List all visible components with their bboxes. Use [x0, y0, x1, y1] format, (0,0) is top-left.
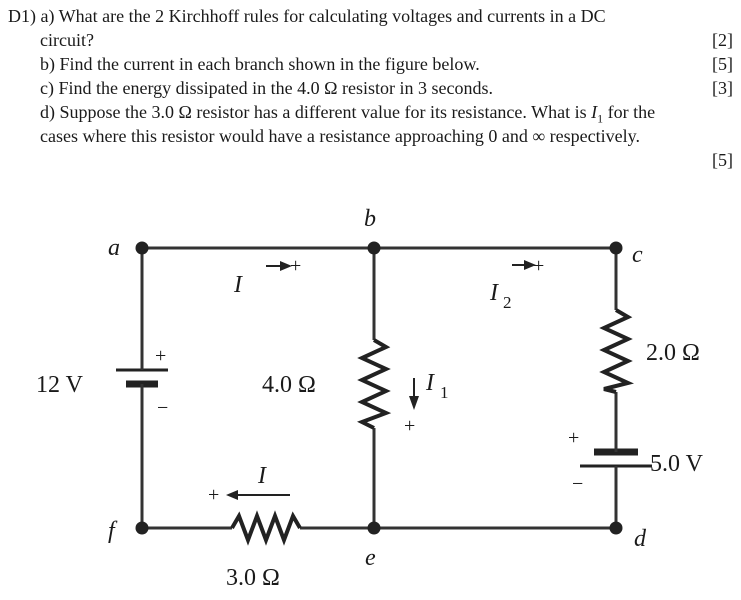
arrow-current-top-left	[266, 261, 292, 271]
arrow-current-middle	[409, 378, 419, 410]
label-12v: 12 V	[36, 372, 84, 398]
question-part-b: b) Find the current in each branch shown…	[40, 54, 480, 74]
sign-12v-plus: +	[155, 345, 166, 367]
label-node-e: e	[365, 545, 376, 571]
question-part-d-end: for the	[603, 102, 656, 122]
label-node-c: c	[632, 242, 643, 268]
sign-bottom-plus: +	[208, 484, 219, 506]
mark-part-b: [5]	[712, 54, 733, 74]
arrow-current-bottom	[226, 490, 290, 500]
sign-5v-plus: +	[568, 427, 579, 449]
arrow-current-top-right	[512, 260, 536, 270]
label-5v: 5.0 V	[650, 451, 704, 477]
mark-part-c: [3]	[712, 78, 733, 98]
label-node-b: b	[364, 206, 376, 232]
node-b-dot	[367, 241, 381, 255]
mark-part-d: [5]	[712, 150, 733, 170]
current-variable: I	[591, 102, 598, 122]
resistor-2-ohm	[599, 308, 635, 394]
question-line-1: D1) a) What are the 2 Kirchhoff rules fo…	[8, 6, 606, 26]
label-current-i2-sub: 2	[503, 293, 512, 312]
sign-5v-minus: −	[572, 473, 583, 495]
sign-12v-minus: −	[157, 397, 168, 419]
question-part-d-line-2: cases where this resistor would have a r…	[40, 126, 640, 146]
mark-part-a: [2]	[712, 30, 733, 50]
resistor-3-ohm	[230, 510, 302, 546]
label-node-f: f	[108, 518, 118, 544]
current-subscript: 1	[597, 111, 604, 126]
sign-middle-plus: +	[404, 415, 415, 437]
battery-5v	[580, 448, 652, 470]
label-3-ohm: 3.0 Ω	[226, 565, 280, 591]
label-current-i2: I	[489, 280, 499, 306]
question-part-d: d) Suppose the 3.0 Ω resistor has a diff…	[40, 102, 655, 129]
sign-top-left-plus: +	[290, 255, 301, 277]
node-a-dot	[135, 241, 149, 255]
label-node-d: d	[634, 526, 647, 552]
label-4-ohm: 4.0 Ω	[262, 372, 316, 398]
battery-12v	[116, 362, 168, 392]
question-part-c: c) Find the energy dissipated in the 4.0…	[40, 78, 493, 98]
label-2-ohm: 2.0 Ω	[646, 340, 700, 366]
sign-top-right-plus: +	[533, 255, 544, 277]
label-current-i1: I	[425, 370, 435, 396]
label-node-a: a	[108, 235, 120, 261]
label-current-i1-sub: 1	[440, 383, 449, 402]
node-e-dot	[367, 521, 381, 535]
question-part-d-start: d) Suppose the 3.0 Ω resistor has a diff…	[40, 102, 592, 122]
node-d-dot	[609, 521, 623, 535]
label-current-bottom: I	[257, 463, 267, 489]
node-f-dot	[135, 521, 149, 535]
node-c-dot	[609, 241, 623, 255]
label-current-top-left: I	[233, 272, 243, 298]
resistor-4-ohm	[357, 338, 392, 430]
question-line-2: circuit?	[40, 30, 94, 50]
